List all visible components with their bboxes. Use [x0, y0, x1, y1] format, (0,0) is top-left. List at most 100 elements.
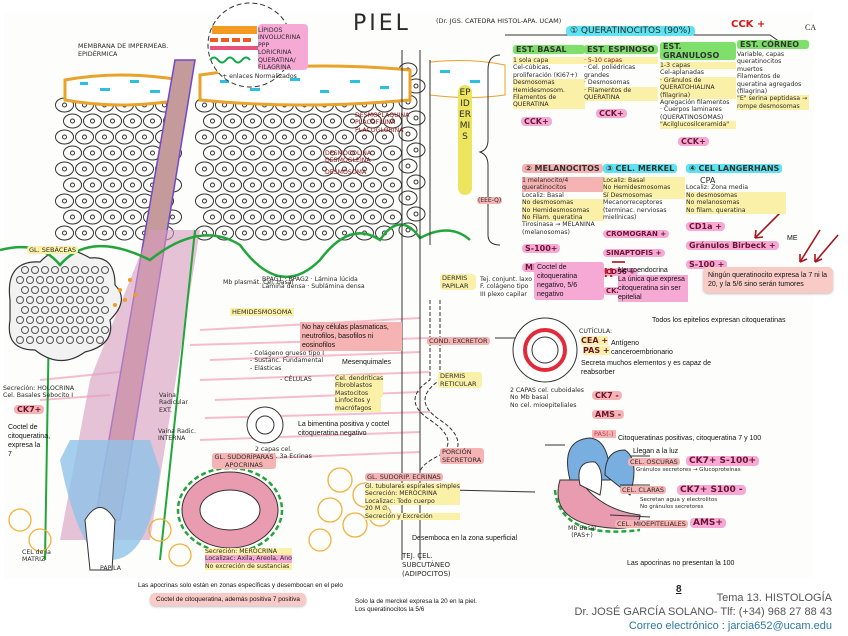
- sebocyte: [56, 316, 64, 324]
- keratinocyte-note-box: Ningún queratinocito expresa la 7 ni la …: [703, 267, 833, 293]
- stratum-basal-line: Filamentos de QUERATINA: [513, 94, 585, 109]
- cell-nucleus: [210, 182, 215, 188]
- keratinocyte-cell: [63, 209, 82, 225]
- cell-nucleus: [202, 166, 207, 172]
- cea-marker: CEA +: [581, 336, 609, 345]
- sebocyte: [31, 266, 39, 274]
- keratinocyte-cell: [303, 177, 322, 193]
- reticular-item: - Elásticas: [250, 364, 282, 372]
- reach-lumen-note: Llegan a la luz: [633, 448, 679, 455]
- stratum-basal-line: Desmosomas Hemidesmosom.: [513, 79, 585, 95]
- keratinocyte-cell: [103, 113, 122, 129]
- sebocyte: [71, 326, 79, 334]
- keratinocyte-cell: [275, 193, 294, 209]
- cell-nucleus: [342, 198, 347, 204]
- cell-nucleus: [90, 214, 95, 220]
- stratum-spinosum: EST. ESPINOSO · 5-10 capas · Cel. poliéd…: [584, 45, 658, 120]
- cell-nucleus: [290, 182, 295, 188]
- stratum-granulosum-line: · Gránulos de QUERATOHIALINA (filagrina): [660, 76, 736, 100]
- keratinocyte-cell: [335, 193, 354, 209]
- email-label-link[interactable]: Correo electrónico: [628, 620, 719, 632]
- cell-nucleus: [202, 134, 207, 140]
- dark-cells-desc: Gránulos secretores → Glucoproteínas: [636, 467, 741, 473]
- sebaceous-note: Coctel de citoqueratina, expresa la 7: [8, 424, 51, 458]
- sebocyte: [46, 276, 54, 284]
- cell-nucleus: [90, 182, 95, 188]
- merkel-line: Sí Desmosomas: [603, 191, 685, 200]
- cell-nucleus: [170, 214, 175, 220]
- keratinocyte-cell: [195, 161, 214, 177]
- stratum-basal-line: Cel-cúbicas, proliferación (Ki67+): [513, 64, 578, 79]
- keratinocyte-cell: [83, 177, 102, 193]
- cell-nucleus: [122, 134, 127, 140]
- footer-topic: Tema 13. HISTOLOGÍA: [716, 592, 832, 604]
- matrix-cells-label: CEL de la MATRIZ: [22, 549, 51, 564]
- keratinocyte-cell: [295, 161, 314, 177]
- basement-membrane-labels: BPAG1 · BPAG2 · Lámina lúcida Lámina den…: [262, 276, 365, 291]
- keratinocyte-cell: [275, 225, 294, 241]
- cell-nucleus: [350, 118, 355, 124]
- keratinocyte-cell: [295, 129, 314, 145]
- cell-nucleus: [230, 214, 235, 220]
- cell-nucleus: [110, 118, 115, 124]
- keratinocyte-cell: [243, 209, 262, 225]
- cell-nucleus: [110, 150, 115, 156]
- email-separator: :: [718, 620, 728, 632]
- merkel-note-line: Neuroendocrina: [618, 267, 668, 274]
- cell-nucleus: [330, 214, 335, 220]
- sebocyte: [31, 306, 39, 314]
- sebocyte: [56, 296, 64, 304]
- keratinocyte-cell: [223, 209, 242, 225]
- cell-nucleus: [62, 166, 67, 172]
- cell-nucleus: [230, 182, 235, 188]
- stratum-granulosum-badge: CCK+: [678, 136, 709, 146]
- cell-nucleus: [390, 182, 395, 188]
- bpag1-label: BPAG1: [262, 276, 283, 283]
- legend-loricrina: LORICRINA: [258, 49, 292, 57]
- cell-nucleus: [242, 166, 247, 172]
- cell-nucleus: [382, 166, 387, 172]
- cell-nucleus: [405, 195, 411, 201]
- stratum-granulosum-line: Cel-aplanadas: [660, 69, 704, 77]
- sebocyte: [21, 326, 29, 334]
- keratinocyte-cell: [75, 161, 94, 177]
- keratinocyte-cell: [223, 145, 242, 161]
- cell-nucleus: [90, 150, 95, 156]
- keratinocyte-cell: [195, 129, 214, 145]
- sebocyte: [66, 296, 74, 304]
- email-link[interactable]: jarcia652@ucam.edu: [727, 620, 832, 632]
- cell-nucleus: [290, 150, 295, 156]
- stratum-spinosum-title: EST. ESPINOSO: [584, 45, 658, 54]
- cell-nucleus: [130, 118, 135, 124]
- keratinocyte-cell: [406, 206, 426, 222]
- stratum-spinosum-line: · 5-10 capas: [584, 57, 658, 65]
- cell-nucleus: [310, 118, 315, 124]
- cell-nucleus: [270, 118, 275, 124]
- outer-root-sheath-label: Vaina Radicular EXT.: [159, 392, 188, 414]
- eccrine-desc-line: 20 M ∅: [365, 505, 388, 513]
- cell-nucleus: [330, 118, 335, 124]
- cell-nucleus: [282, 134, 287, 140]
- keratinocyte-cell: [375, 129, 394, 145]
- clear-cells-desc-line: No gránulos secretores: [640, 504, 704, 510]
- cell-nucleus: [102, 134, 107, 140]
- langerhans-line: No melanosomas: [686, 199, 786, 207]
- footer-author: Dr. JOSÉ GARCÍA SOLANO- Tlf: (+34) 968 2…: [574, 606, 833, 618]
- keratinocyte-cell: [83, 209, 102, 225]
- cell-nucleus: [302, 134, 307, 140]
- cell-nucleus: [110, 182, 115, 188]
- keratinocyte-cell: [95, 193, 114, 209]
- small-duct-label: 2 capas cel. cuboid. 3a Ecrinas: [255, 446, 312, 461]
- keratinocyte-cell: [406, 142, 426, 158]
- sebocyte: [81, 286, 89, 294]
- langerhans-marker: S-100 +: [686, 260, 728, 270]
- keratinocyte-cell: [215, 193, 234, 209]
- sebocyte: [76, 296, 84, 304]
- sebocyte: [61, 306, 69, 314]
- stratum-granulosum-line: Agregación filamentos: [660, 99, 730, 107]
- cea-note-line: Antígeno: [611, 340, 640, 347]
- keratinocyte-cell: [115, 129, 134, 145]
- langerhans-title: ④ CEL LANGERHANS: [686, 164, 783, 173]
- cell-nucleus: [262, 134, 267, 140]
- keratinocyte-cell: [355, 193, 374, 209]
